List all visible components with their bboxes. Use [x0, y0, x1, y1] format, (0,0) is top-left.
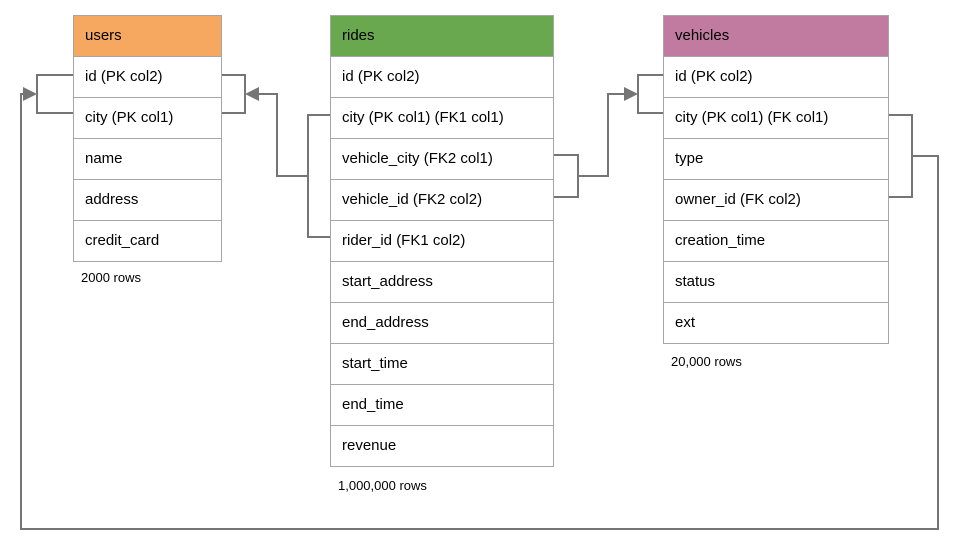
bracket-users-left	[36, 74, 73, 114]
arrowhead-vehicles-users	[23, 87, 37, 101]
arrowhead-rides-vehicles	[624, 87, 638, 101]
rides-row-count-label: 1,000,000 rows	[338, 478, 427, 493]
table-vehicles-column-type: type	[664, 138, 888, 179]
table-users-column-name: name	[74, 138, 221, 179]
table-rides-column-rider-id: rider_id (FK1 col2)	[331, 220, 553, 261]
table-rides-column-vehicle-id: vehicle_id (FK2 col2)	[331, 179, 553, 220]
table-users: users id (PK col2) city (PK col1) name a…	[73, 15, 222, 262]
bracket-vehicles-right	[887, 114, 913, 198]
table-vehicles: vehicles id (PK col2) city (PK col1) (FK…	[663, 15, 889, 344]
bracket-rides-left	[307, 114, 330, 238]
table-rides-column-start-time: start_time	[331, 343, 553, 384]
table-rides: rides id (PK col2) city (PK col1) (FK1 c…	[330, 15, 554, 467]
table-rides-column-id: id (PK col2)	[331, 56, 553, 97]
table-users-column-city: city (PK col1)	[74, 97, 221, 138]
table-users-column-id: id (PK col2)	[74, 56, 221, 97]
connector-rides-vehicles	[578, 93, 624, 177]
table-vehicles-column-status: status	[664, 261, 888, 302]
bracket-vehicles-left	[637, 74, 663, 114]
table-vehicles-column-owner-id: owner_id (FK col2)	[664, 179, 888, 220]
table-rides-header: rides	[331, 16, 553, 56]
connector-vehicles-users	[20, 93, 939, 530]
table-vehicles-column-ext: ext	[664, 302, 888, 343]
table-rides-column-vehicle-city: vehicle_city (FK2 col1)	[331, 138, 553, 179]
arrowhead-rides-users	[245, 87, 259, 101]
bracket-rides-right	[552, 154, 579, 198]
table-vehicles-column-city: city (PK col1) (FK col1)	[664, 97, 888, 138]
connector-rides-users	[259, 93, 308, 177]
table-users-header: users	[74, 16, 221, 56]
table-users-column-address: address	[74, 179, 221, 220]
table-rides-column-end-address: end_address	[331, 302, 553, 343]
users-row-count-label: 2000 rows	[81, 270, 141, 285]
table-vehicles-header: vehicles	[664, 16, 888, 56]
table-rides-column-end-time: end_time	[331, 384, 553, 425]
vehicles-row-count-label: 20,000 rows	[671, 354, 742, 369]
table-rides-column-start-address: start_address	[331, 261, 553, 302]
table-users-column-credit-card: credit_card	[74, 220, 221, 261]
table-vehicles-column-id: id (PK col2)	[664, 56, 888, 97]
table-vehicles-column-creation-time: creation_time	[664, 220, 888, 261]
table-rides-column-revenue: revenue	[331, 425, 553, 466]
table-rides-column-city: city (PK col1) (FK1 col1)	[331, 97, 553, 138]
bracket-users-right	[220, 74, 246, 114]
